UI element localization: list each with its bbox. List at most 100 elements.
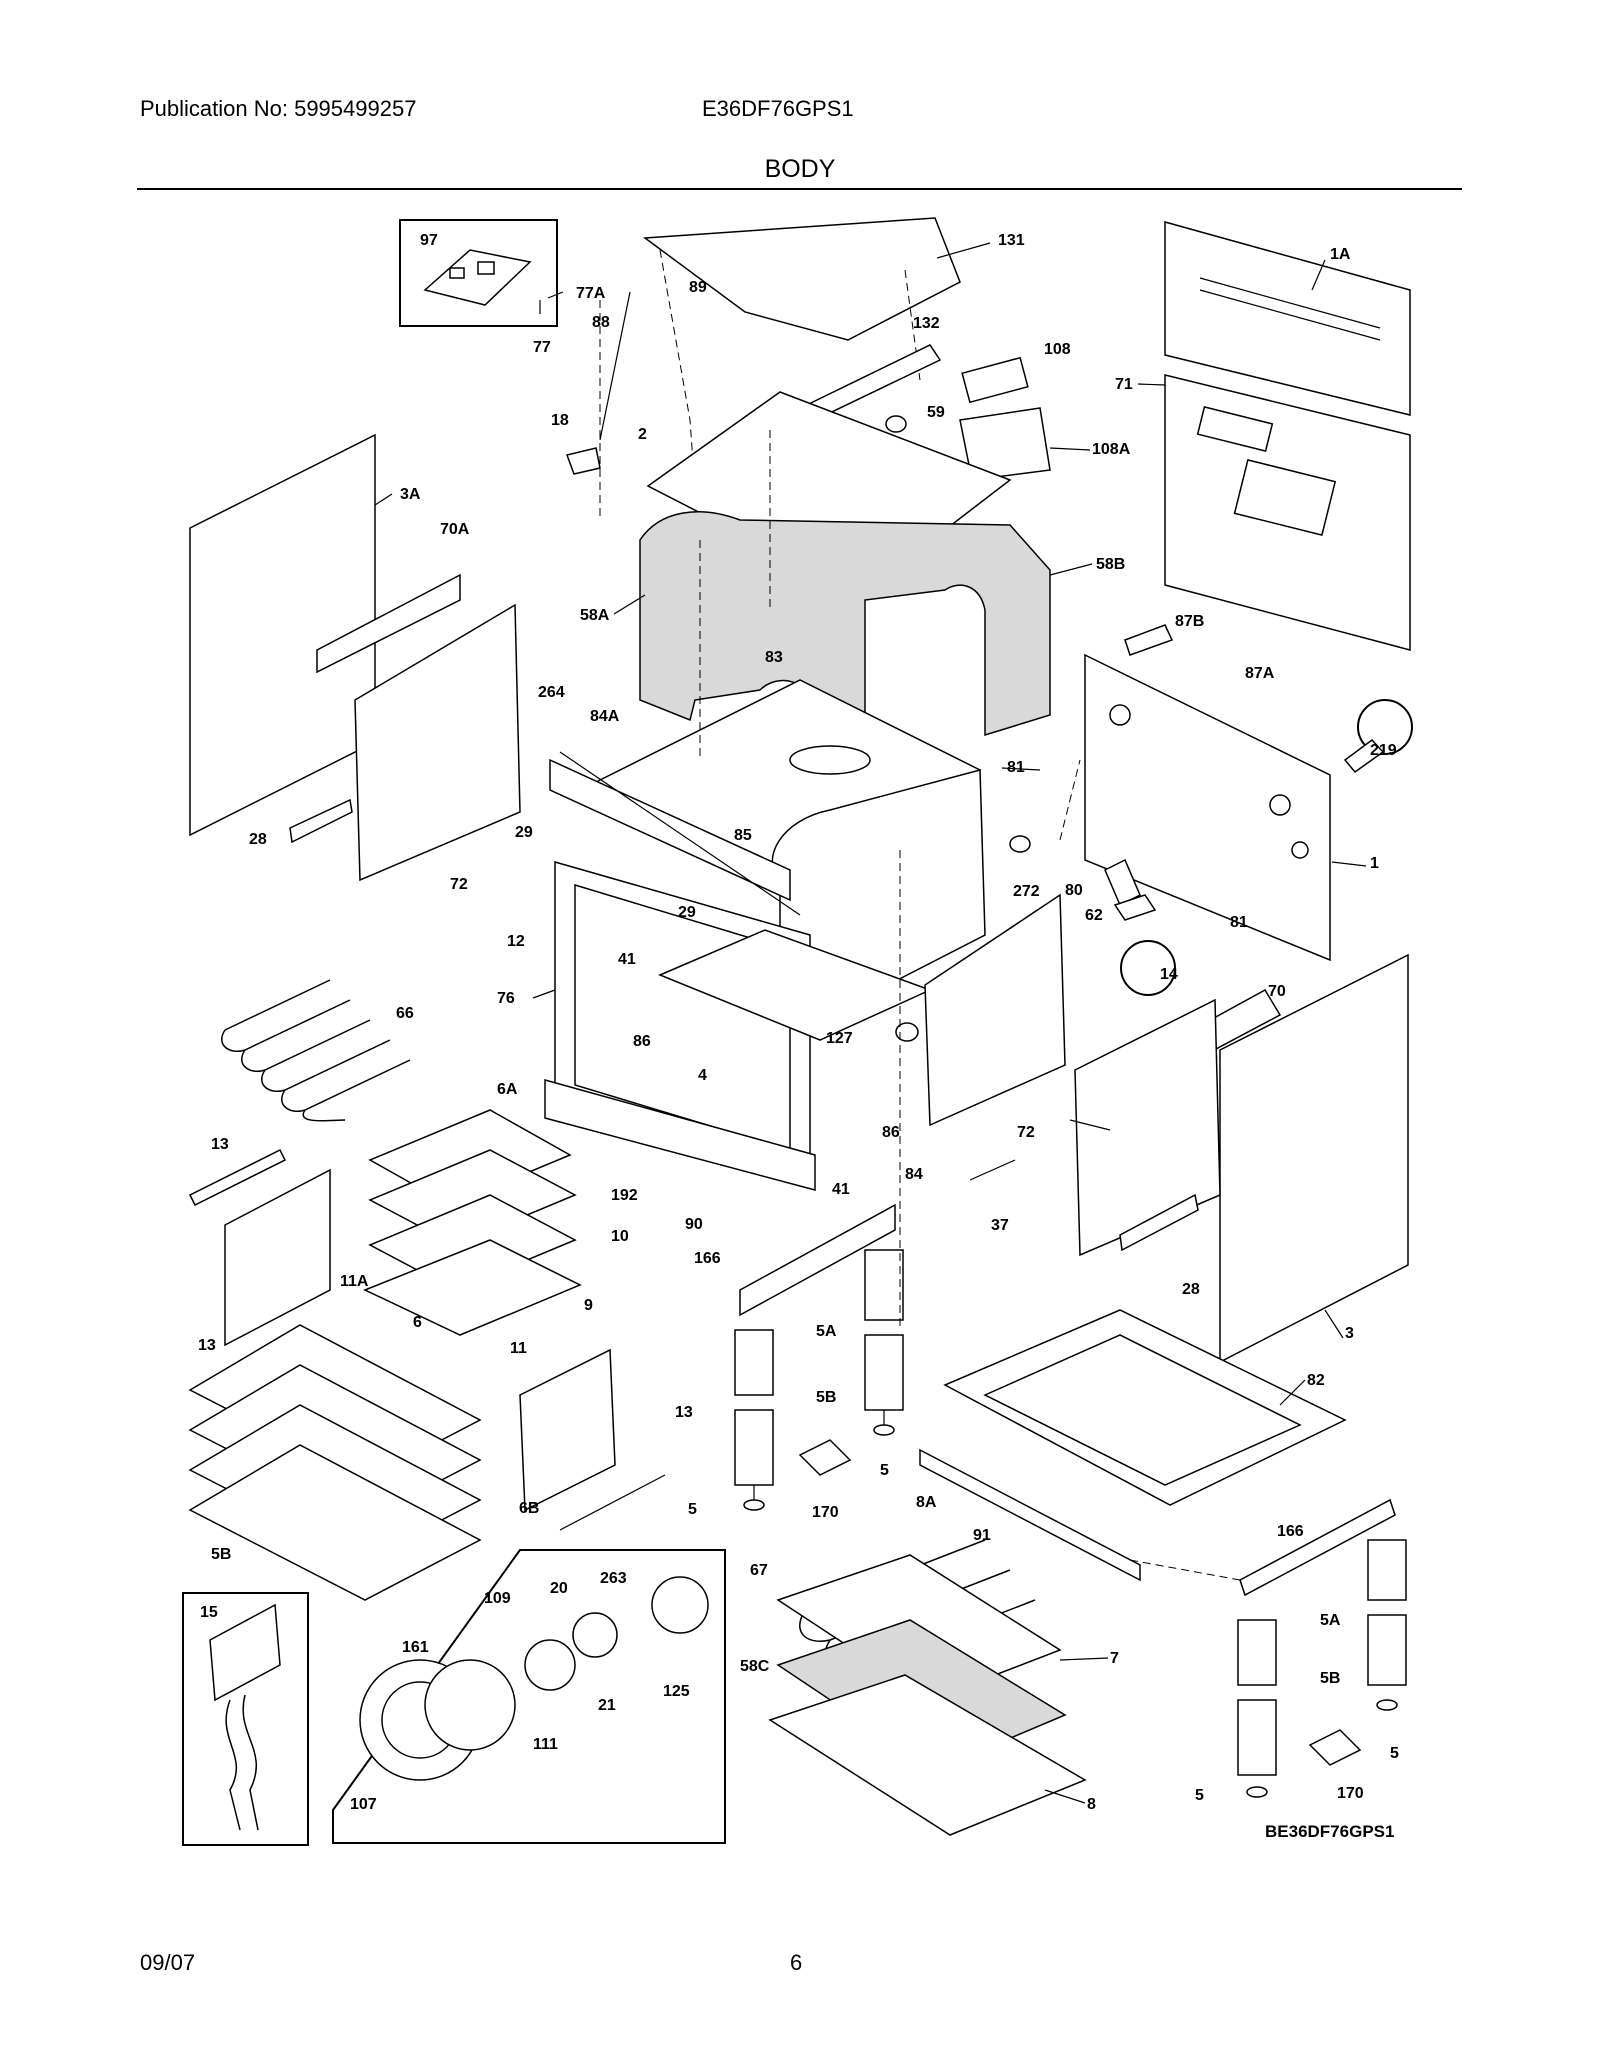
rack-support-13-part <box>188 1148 287 1207</box>
callout-18: 18 <box>551 412 569 429</box>
leg-assembly-right-a <box>1237 1619 1277 1798</box>
callout-192: 192 <box>611 1187 638 1204</box>
callout-28-upper: 28 <box>249 831 267 848</box>
bracket-87B-part <box>1124 624 1174 656</box>
callout-41-upper: 41 <box>618 951 636 968</box>
callout-5A-left: 5A <box>816 1323 837 1340</box>
callout-84: 84 <box>905 1166 923 1183</box>
leader-lines <box>374 259 1367 1804</box>
callout-2: 2 <box>638 426 647 443</box>
side-panel-3-part <box>1219 953 1409 1364</box>
base-frame-opening <box>983 1334 1302 1486</box>
rear-panel-vents <box>1196 277 1381 536</box>
rack-support-13c-part <box>559 1474 666 1531</box>
callout-58A: 58A <box>580 607 610 624</box>
gasket-264-part <box>559 751 801 916</box>
insulation-blanket-part <box>639 511 1051 852</box>
callout-97: 97 <box>420 232 438 249</box>
callout-21: 21 <box>598 1697 616 1714</box>
callout-170-left: 170 <box>812 1504 839 1521</box>
callout-83: 83 <box>765 649 783 666</box>
callout-labels: 97 77A 77 89 88 131 132 108 108A 59 1A 7… <box>198 232 1399 1841</box>
callout-29-upper: 29 <box>515 824 533 841</box>
callout-66: 66 <box>396 1005 414 1022</box>
callout-1: 1 <box>1370 855 1379 872</box>
callout-108A: 108A <box>1092 441 1131 458</box>
fan-disc-20-part <box>572 1612 618 1658</box>
leader-131 <box>936 242 991 259</box>
detail-callout-14 <box>1120 940 1176 996</box>
bracket-108A-part <box>959 407 1051 481</box>
callout-107: 107 <box>350 1796 377 1813</box>
rack-ladder-11A-part <box>224 1168 331 1347</box>
callout-109: 109 <box>484 1590 511 1607</box>
bracket-170a-part <box>798 1439 852 1476</box>
callout-132: 132 <box>913 315 940 332</box>
wire-harness-15-part <box>209 1603 281 1831</box>
callout-58B: 58B <box>1096 556 1125 573</box>
callout-1A: 1A <box>1330 246 1351 263</box>
clip-81-part <box>1104 858 1141 907</box>
callout-91: 91 <box>973 1527 991 1544</box>
right-chassis-1-part <box>1084 653 1331 962</box>
callout-5A-right: 5A <box>1320 1612 1341 1629</box>
diagram-id: BE36DF76GPS1 <box>1265 1822 1394 1841</box>
callout-6B: 6B <box>519 1500 539 1517</box>
footer-date: 09/07 <box>140 1950 196 1975</box>
callout-6A: 6A <box>497 1081 518 1098</box>
side-panel-72-part <box>354 603 521 882</box>
leg-assembly-center <box>864 1249 904 1436</box>
fan-ring-161-part <box>424 1659 516 1751</box>
kick-panel-90-part <box>544 1079 816 1191</box>
callout-77A: 77A <box>576 285 606 302</box>
callout-13-upper: 13 <box>211 1136 229 1153</box>
callout-5-right-upper: 5 <box>1390 1745 1399 1762</box>
sensor-127-part <box>895 1022 919 1042</box>
callout-264: 264 <box>538 684 565 701</box>
callout-166-lower: 166 <box>1277 1523 1304 1540</box>
wire-37-part <box>969 1159 1016 1181</box>
callout-111: 111 <box>533 1736 558 1753</box>
callout-67: 67 <box>750 1562 768 1579</box>
callout-5B-right: 5B <box>1320 1670 1340 1687</box>
callout-88: 88 <box>592 314 610 331</box>
callout-70A: 70A <box>440 521 470 538</box>
callout-8A: 8A <box>916 1494 937 1511</box>
rear-panel-1A-part <box>1164 221 1411 416</box>
side-wall-84-part <box>924 893 1066 1127</box>
header-divider <box>137 188 1462 190</box>
callout-90: 90 <box>685 1216 703 1233</box>
callout-71: 71 <box>1115 376 1133 393</box>
cavity-vent-ring <box>789 745 871 775</box>
callout-125: 125 <box>663 1683 690 1700</box>
callout-20: 20 <box>550 1580 568 1597</box>
callout-5B-left: 5B <box>816 1389 836 1406</box>
callout-84A: 84A <box>590 708 620 725</box>
callout-86-upper: 86 <box>633 1033 651 1050</box>
rack-5B-part <box>188 1444 482 1601</box>
side-rail-70A-part <box>316 573 461 674</box>
callout-5-right-lower: 5 <box>1195 1787 1204 1804</box>
callout-28-lower: 28 <box>1182 1281 1200 1298</box>
bracket-108-part <box>961 356 1029 404</box>
front-rail-166-part <box>739 1203 896 1317</box>
callout-5B-rack: 5B <box>211 1546 231 1563</box>
callout-161: 161 <box>402 1639 429 1656</box>
callout-15: 15 <box>200 1604 218 1621</box>
callout-70: 70 <box>1268 983 1286 1000</box>
callout-3: 3 <box>1345 1325 1354 1342</box>
callout-5-center: 5 <box>880 1462 889 1479</box>
grommet-59-part <box>885 415 907 433</box>
rear-rail-166b-part <box>1239 1498 1396 1597</box>
fan-blade-109-part <box>524 1639 576 1691</box>
callout-11: 11 <box>510 1340 527 1357</box>
callout-80: 80 <box>1065 882 1083 899</box>
callout-108: 108 <box>1044 341 1071 358</box>
callout-86-lower: 86 <box>882 1124 900 1141</box>
callout-10: 10 <box>611 1228 629 1245</box>
callout-82: 82 <box>1307 1372 1325 1389</box>
leg-assembly-right-b <box>1367 1539 1407 1711</box>
rack-ladder-11-part <box>519 1348 616 1512</box>
callout-77: 77 <box>533 339 551 356</box>
